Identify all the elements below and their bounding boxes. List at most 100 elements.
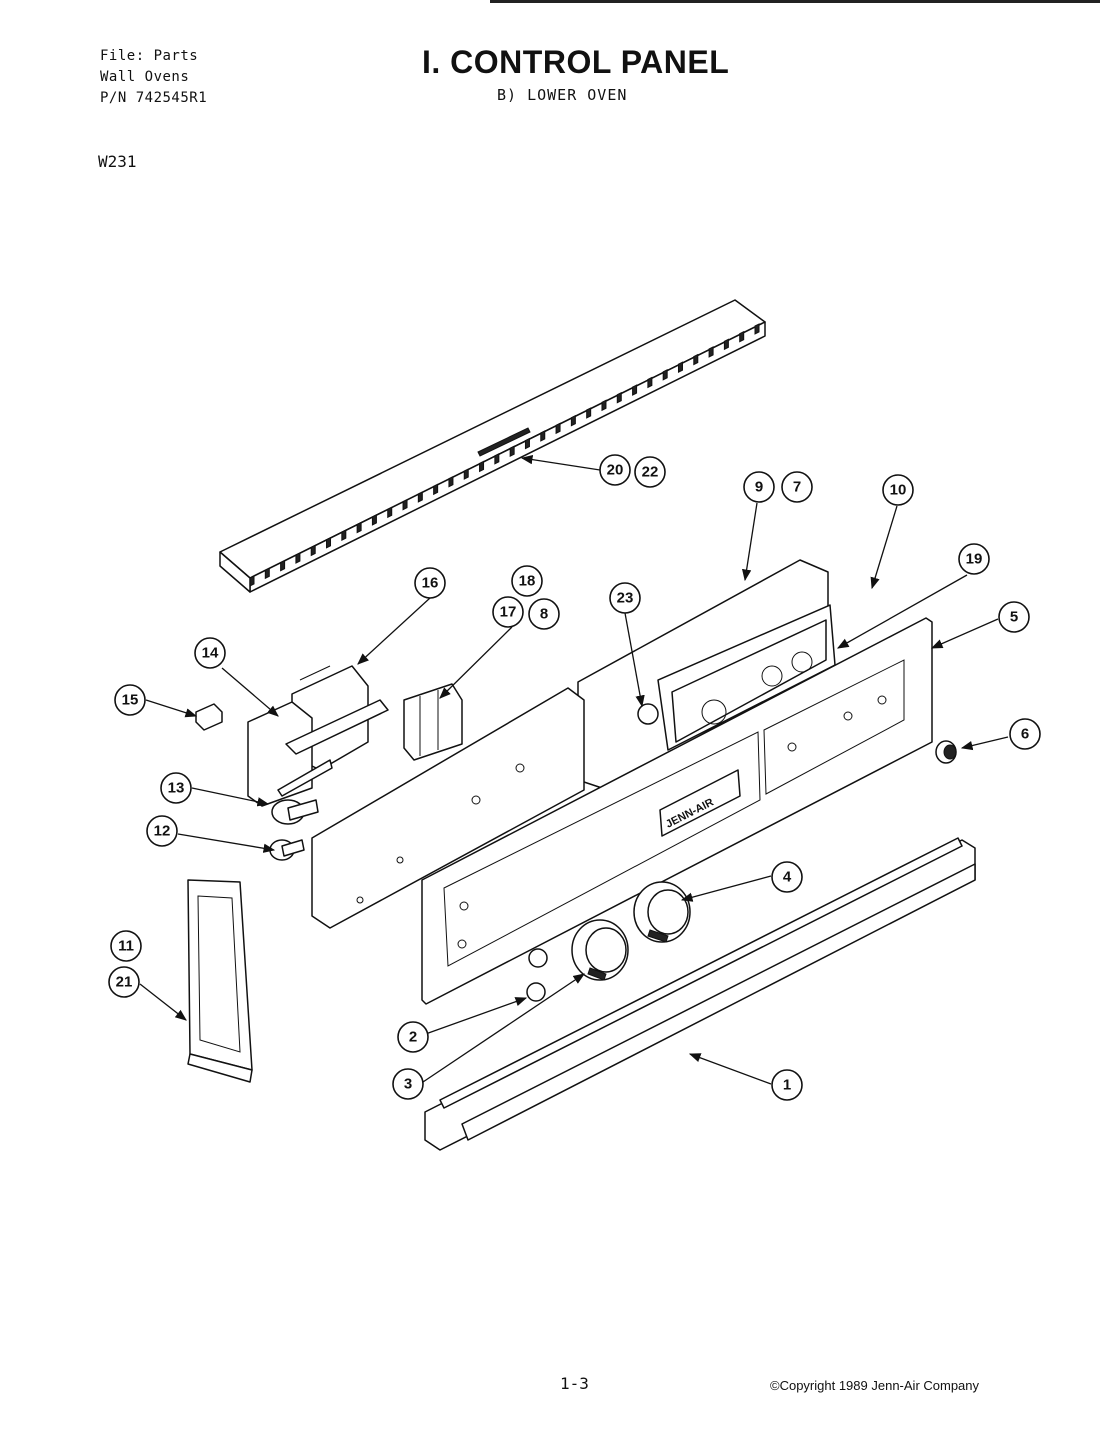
lamp-socket xyxy=(271,799,319,825)
callout-16: 16 xyxy=(414,567,446,599)
rail-slot xyxy=(509,445,515,457)
callout-12: 12 xyxy=(146,815,178,847)
rail-slot xyxy=(524,437,530,450)
leader-lines xyxy=(139,454,1009,1085)
callout-2: 2 xyxy=(397,1021,429,1053)
rail-slot xyxy=(570,414,576,427)
rail-slot xyxy=(433,483,439,496)
rail-slot xyxy=(616,391,622,404)
callout-17: 17 xyxy=(492,596,524,628)
rail-slot xyxy=(494,453,500,465)
svg-text:3: 3 xyxy=(404,1076,412,1093)
rail-slot xyxy=(601,399,607,412)
svg-text:2: 2 xyxy=(409,1029,417,1046)
callout-4: 4 xyxy=(771,861,803,893)
callout-18: 18 xyxy=(511,565,543,597)
window-frame xyxy=(187,879,253,1083)
thermostat-switch xyxy=(247,665,389,807)
rail-slot xyxy=(555,422,561,435)
rail-slot xyxy=(647,376,653,389)
callout-6: 6 xyxy=(1009,718,1041,750)
indicator-bezel xyxy=(526,982,546,1002)
svg-text:16: 16 xyxy=(422,575,439,592)
svg-text:5: 5 xyxy=(1010,609,1018,626)
svg-text:10: 10 xyxy=(890,482,907,499)
svg-text:6: 6 xyxy=(1021,726,1029,743)
top-bracket-rail xyxy=(219,299,766,593)
svg-text:13: 13 xyxy=(168,780,185,797)
svg-text:19: 19 xyxy=(966,551,983,568)
knob-small xyxy=(571,919,629,981)
rail-slot xyxy=(739,330,745,343)
top-rule xyxy=(490,0,1100,3)
callout-9: 9 xyxy=(743,471,775,503)
rail-slot xyxy=(463,468,469,480)
rail-slot xyxy=(708,346,714,358)
page-title: I. CONTROL PANEL xyxy=(422,44,730,80)
rail-slot xyxy=(662,369,668,381)
rail-slot xyxy=(387,506,393,519)
lower-trim xyxy=(424,837,976,1151)
rail-slot xyxy=(540,430,546,442)
rail-slot xyxy=(280,559,286,572)
rail-slot xyxy=(479,460,485,473)
part-number-line: P/N 742545R1 xyxy=(100,90,208,106)
callout-15: 15 xyxy=(114,684,146,716)
callout-7: 7 xyxy=(781,471,813,503)
rail-slot xyxy=(310,544,316,557)
copyright-notice: ©Copyright 1989 Jenn-Air Company xyxy=(770,1378,980,1393)
callout-1: 1 xyxy=(771,1069,803,1101)
callout-8: 8 xyxy=(528,598,560,630)
rail-slot xyxy=(723,338,729,351)
rail-slot xyxy=(586,407,592,419)
page-number: 1-3 xyxy=(560,1374,589,1393)
svg-text:21: 21 xyxy=(116,974,133,991)
rail-slot xyxy=(632,384,638,396)
svg-text:4: 4 xyxy=(783,869,792,886)
callout-19: 19 xyxy=(958,543,990,575)
lamp-socket xyxy=(269,839,305,861)
svg-text:23: 23 xyxy=(617,590,634,607)
file-line: File: Parts xyxy=(100,48,199,64)
rail-slot xyxy=(402,498,408,511)
terminal-clip xyxy=(195,703,223,731)
svg-text:7: 7 xyxy=(793,479,801,496)
svg-text:18: 18 xyxy=(519,573,536,590)
page-subtitle: B) LOWER OVEN xyxy=(497,86,628,104)
model-number: W231 xyxy=(98,152,137,171)
knob-large xyxy=(633,881,691,943)
svg-text:9: 9 xyxy=(755,479,763,496)
rail-slot xyxy=(754,323,760,335)
rail-slot xyxy=(356,521,362,534)
rail-slot xyxy=(295,552,301,564)
callout-23: 23 xyxy=(609,582,641,614)
callout-5: 5 xyxy=(998,601,1030,633)
svg-text:8: 8 xyxy=(540,606,548,623)
back-panel xyxy=(311,687,585,929)
svg-text:11: 11 xyxy=(118,938,134,955)
svg-text:15: 15 xyxy=(122,692,139,709)
callout-13: 13 xyxy=(160,772,192,804)
svg-text:17: 17 xyxy=(500,604,517,621)
rail-slot xyxy=(417,491,423,503)
callout-14: 14 xyxy=(194,637,226,669)
selector-knob xyxy=(935,740,957,764)
callout-21: 21 xyxy=(108,966,140,998)
callout-20: 20 xyxy=(599,454,631,486)
rail-slot xyxy=(448,475,454,488)
callout-3: 3 xyxy=(392,1068,424,1100)
callout-22: 22 xyxy=(634,456,666,488)
svg-text:14: 14 xyxy=(202,645,219,662)
rail-slot xyxy=(693,353,699,366)
svg-text:12: 12 xyxy=(154,823,171,840)
callout-11: 11 xyxy=(110,930,142,962)
rail-slot xyxy=(264,567,270,580)
rail-slot xyxy=(249,575,255,587)
rail-slot xyxy=(341,529,347,541)
svg-text:22: 22 xyxy=(642,464,659,481)
rail-slot xyxy=(326,537,332,549)
callout-10: 10 xyxy=(882,474,914,506)
category-line: Wall Ovens xyxy=(100,69,190,85)
svg-text:20: 20 xyxy=(607,462,624,479)
rocker-switches xyxy=(403,683,463,761)
